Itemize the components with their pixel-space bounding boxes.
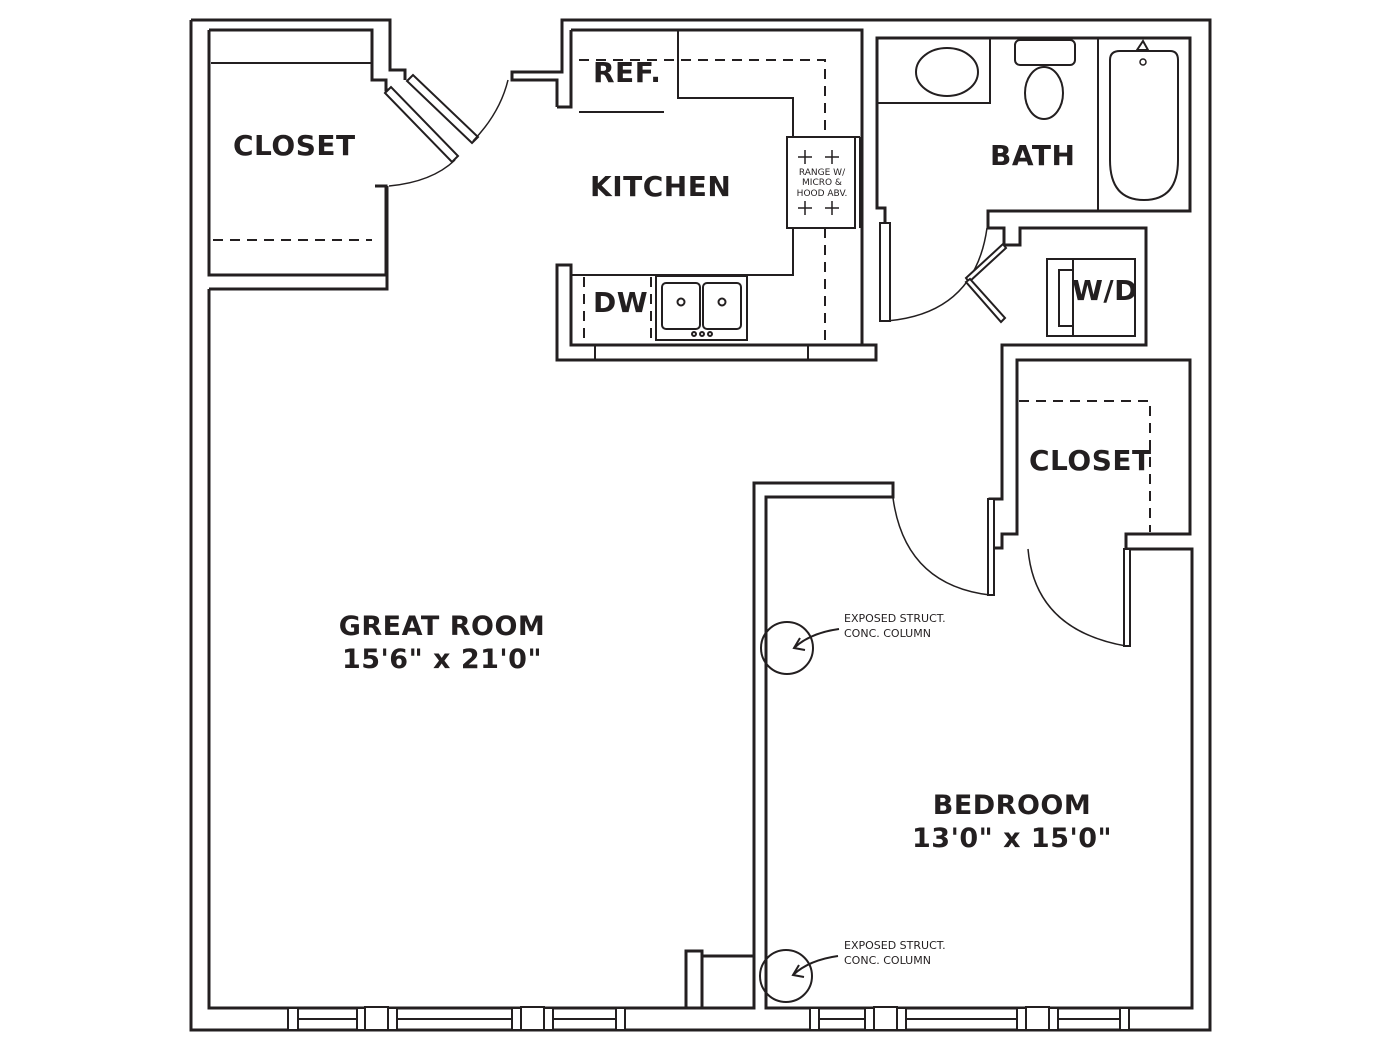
closet-entry-doors — [383, 73, 509, 187]
closet-bedroom-door — [1027, 548, 1131, 647]
kitchen-counters — [571, 30, 826, 360]
room-label-kitchen: KITCHEN — [590, 170, 732, 203]
annotation-column-top: EXPOSED STRUCT. CONC. COLUMN — [844, 611, 946, 642]
room-label-closet-entry: CLOSET — [233, 129, 356, 162]
closet-entry-shelf — [211, 62, 372, 241]
fixture-label-dishwasher: DW — [593, 286, 649, 319]
washer-dryer — [1046, 258, 1136, 337]
room-label-great-room: GREAT ROOM 15'6" x 21'0" — [337, 611, 547, 675]
structural-column-bottom — [759, 949, 839, 1003]
range-note-line-1: RANGE W/ — [798, 168, 846, 178]
great-room-dimensions: 15'6" x 21'0" — [341, 644, 543, 676]
room-label-bath: BATH — [990, 139, 1076, 172]
room-label-closet-bedroom: CLOSET — [1029, 444, 1152, 477]
annotation-column-bottom: EXPOSED STRUCT. CONC. COLUMN — [844, 938, 946, 969]
bath-door — [879, 222, 1008, 324]
closet-bedroom-shelf — [1019, 400, 1151, 532]
windows — [287, 1006, 1130, 1031]
structural-column-top — [760, 621, 840, 675]
annotation-line-1: EXPOSED STRUCT. — [844, 612, 946, 625]
exterior-wall — [189, 18, 1212, 1032]
room-label-bedroom: BEDROOM 13'0" x 15'0" — [912, 790, 1112, 854]
wall-stub — [684, 949, 754, 1010]
range-note-line-2: MICRO & — [802, 178, 842, 189]
bedroom-name: BEDROOM — [932, 790, 1092, 821]
range-note-line-3: HOOD ABV. — [796, 188, 848, 199]
annotation-line-2: CONC. COLUMN — [844, 954, 931, 968]
room-label-laundry: W/D — [1072, 274, 1138, 307]
bath-fixtures — [877, 38, 1179, 211]
range — [786, 136, 861, 229]
annotation-line-1: EXPOSED STRUCT. — [844, 939, 946, 952]
bedroom-dimensions: 13'0" x 15'0" — [912, 823, 1113, 855]
bedroom-door — [892, 497, 995, 596]
fixture-label-range: RANGE W/ MICRO & HOOD ABV. — [790, 168, 854, 199]
fixture-label-refrigerator: REF. — [593, 56, 662, 89]
great-room-name: GREAT ROOM — [338, 611, 546, 642]
annotation-line-2: CONC. COLUMN — [844, 627, 931, 641]
sink — [655, 275, 748, 341]
